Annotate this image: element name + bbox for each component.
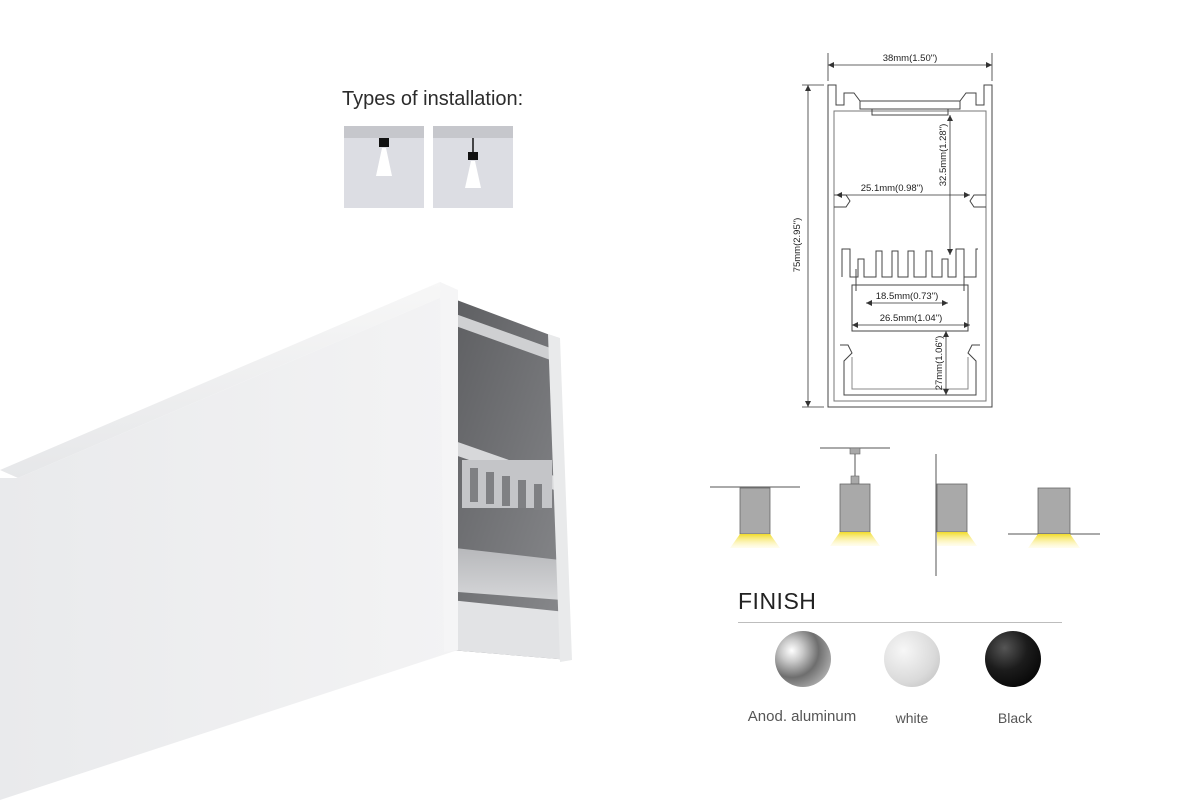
finish-divider xyxy=(738,622,1062,623)
profile-end-wall xyxy=(440,282,458,652)
install-type-surface xyxy=(344,126,424,208)
finish-label-black: Black xyxy=(997,710,1033,726)
pendant-mount-icon xyxy=(465,138,481,188)
finish-label-anodized-aluminum: Anod. aluminum xyxy=(747,708,857,725)
dim-upper-chamber-label: 32.5mm(1.28") xyxy=(938,124,949,187)
finish-label-white: white xyxy=(895,710,929,726)
cross-section-drawing: 38mm(1.50") 75mm(2.95") 32.5mm(1.28") 25… xyxy=(792,53,993,408)
installation-title: Types of installation: xyxy=(342,88,524,110)
profile-3d-render xyxy=(0,282,572,800)
profile-outline xyxy=(827,84,993,408)
dim-cover-width-label: 26.5mm(1.04") xyxy=(880,313,943,324)
profile-inner-top-rail xyxy=(450,312,556,362)
mounting-methods xyxy=(710,447,1100,576)
profile-diffuser-cover xyxy=(455,548,562,600)
swatch-white xyxy=(884,631,940,687)
ceiling-strip xyxy=(433,126,513,138)
dim-lower-chamber-label: 27mm(1.06") xyxy=(934,336,945,391)
dim-inner-width-label: 25.1mm(0.98") xyxy=(861,183,924,194)
profile-bottom-lip xyxy=(450,600,570,660)
dim-height-label: 75mm(2.95") xyxy=(792,218,803,273)
ceiling-strip xyxy=(344,126,424,138)
profile-top-face xyxy=(0,282,458,478)
dim-width-label: 38mm(1.50") xyxy=(883,53,938,64)
dim-slot-width-label: 18.5mm(0.73") xyxy=(876,291,939,302)
heat-sink-outline xyxy=(841,248,978,278)
mount-pendant-icon xyxy=(820,447,890,546)
install-type-pendant xyxy=(433,126,513,208)
mount-wall-icon xyxy=(935,454,977,576)
swatch-black xyxy=(985,631,1041,687)
profile-front-face xyxy=(0,290,458,800)
surface-mount-icon xyxy=(376,138,392,176)
finish-swatches xyxy=(775,631,1041,687)
finish-title: FINISH xyxy=(738,588,817,614)
swatch-anodized-aluminum xyxy=(775,631,831,687)
mount-recessed-icon xyxy=(1008,487,1100,548)
mount-surface-icon xyxy=(710,486,800,548)
